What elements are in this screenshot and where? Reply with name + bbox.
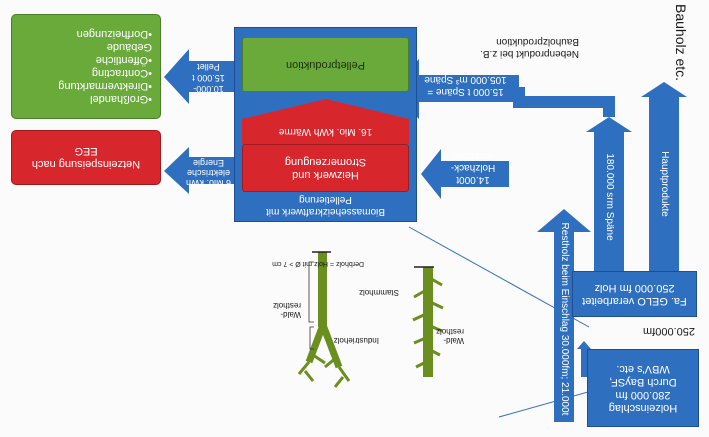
strom-line-1: 6 Mio. kWh: [185, 178, 231, 188]
distribution-item: •Öffentliche: [95, 54, 152, 67]
strom-out-text: 6 Mio. kWh elektrische Energie: [186, 158, 231, 188]
hackschnitzel-arrow: [421, 149, 509, 199]
industrieholz-label: Industrieholz: [333, 336, 379, 345]
distribution-item: •Direktvermarktung: [58, 80, 152, 93]
spaene-arrow: [586, 117, 632, 272]
sawmill-feed-arrow: [577, 341, 591, 377]
pellet-production-box: Pelletproduktion: [242, 37, 409, 92]
pellet-out-line-3: Pellet: [197, 62, 220, 72]
distribution-item: Gebäude: [106, 41, 152, 54]
stammholz-label: Stammholz: [358, 288, 399, 297]
stammholz-bracket: [308, 261, 314, 323]
eeg-line-2: EEG: [74, 145, 98, 158]
distribution-item: •Contracting: [91, 67, 152, 80]
waldrestholz-2-line-1: Wald-: [280, 310, 301, 319]
pellet-out-arrow: [164, 49, 234, 104]
eeg-line-1: Netzeinspeisung nach: [31, 158, 141, 171]
pellet-out-line-2: 15.000 t: [192, 73, 225, 83]
strom-line-2: elektrische: [186, 168, 231, 178]
waldrestholz-1-line-1: Wald-: [443, 336, 464, 345]
industrieholz-bracket: [309, 326, 314, 350]
tree-forked: [297, 251, 351, 388]
waerme-label: 16. Mio. kWh Wärme: [278, 126, 373, 137]
derbholz-label: Derbholz = Holz mit Ø > 7 cm: [272, 260, 364, 267]
distribution-box: •Großhandel •Direktvermarktung •Contract…: [11, 14, 161, 119]
waldrestholz-1-line-2: restholz: [435, 327, 464, 336]
distribution-list: •Großhandel •Direktvermarktung •Contract…: [58, 28, 152, 106]
strom-line-3: Energie: [192, 158, 225, 168]
tree-single-stem: [412, 266, 444, 377]
pellet-out-text: 10.000- 15.000 t Pellet: [186, 61, 231, 94]
strom-out-arrow: [164, 147, 234, 194]
eeg-box: Netzeinspeisung nach EEG: [11, 130, 161, 185]
distribution-item: •Dorfheizungen: [76, 28, 152, 41]
distribution-item: •Großhandel: [90, 93, 152, 106]
pellet-out-line-1: 10.000-: [193, 84, 224, 94]
waldrestholz-label-1: Wald- restholz: [436, 327, 464, 345]
restholz-arrow: [537, 209, 591, 422]
hauptprodukte-arrow: [641, 82, 687, 272]
waldrestholz-label-2: Wald- restholz: [273, 301, 301, 319]
waldrestholz-2-line-2: restholz: [272, 301, 301, 310]
spaene-to-plant-arrow: [389, 59, 519, 119]
